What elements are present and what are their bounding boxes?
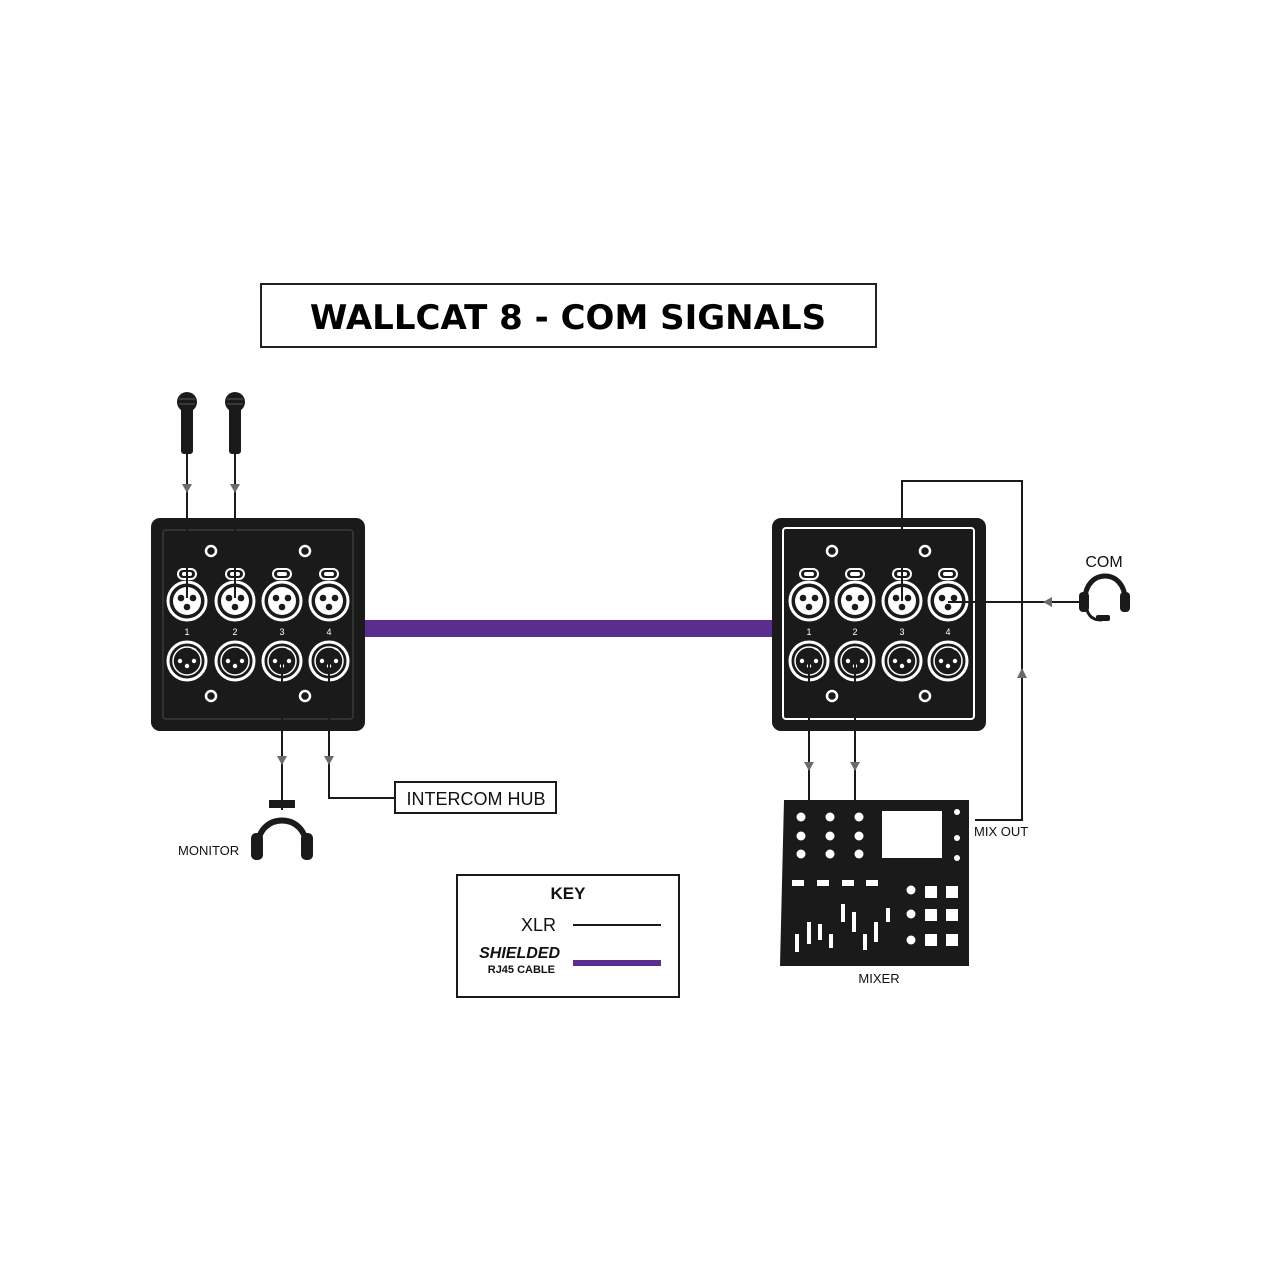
mixer-fader: [829, 934, 833, 948]
right-wallplate-panel: 1 2 3 4: [772, 518, 986, 731]
title-box: WALLCAT 8 - COM SIGNALS: [260, 283, 877, 348]
mixer-knob: [825, 812, 835, 822]
microphone-icon: [225, 392, 245, 454]
key-legend: KEY XLR SHIELDED RJ45 CABLE: [456, 874, 680, 998]
mixer-label: MIXER: [858, 971, 899, 986]
female-xlr-jack: [834, 568, 876, 622]
mixer-led: [954, 809, 960, 815]
mixer-pad: [946, 934, 958, 946]
mixer-button: [866, 880, 878, 886]
female-xlr-jack: [261, 568, 303, 622]
channel-number: 4: [326, 627, 331, 637]
mixer-knob: [906, 885, 916, 895]
mixer-pad: [925, 909, 937, 921]
female-xlr-jack: [788, 568, 830, 622]
flow-arrows: [182, 484, 1052, 771]
arrow-left: [1043, 597, 1052, 607]
mixer-fader: [818, 924, 822, 940]
male-xlr-jack: [881, 640, 923, 682]
mixer-knob: [906, 909, 916, 919]
male-xlr-jack: [166, 640, 208, 682]
mixer-knob: [825, 831, 835, 841]
mixer-knob: [796, 831, 806, 841]
male-xlr-jack: [214, 640, 256, 682]
key-shielded-label: SHIELDED: [479, 945, 560, 962]
mixer-knob: [854, 831, 864, 841]
arrow-down: [850, 762, 860, 771]
mixer-fader: [807, 922, 811, 944]
female-xlr-jack: [308, 568, 350, 622]
mix-out-label: MIX OUT: [974, 824, 1028, 839]
arrow-down: [230, 484, 240, 493]
xlr-lines: [186, 454, 1080, 821]
left-wallplate-panel: 1 2 3 4: [151, 518, 365, 731]
channel-number: 2: [232, 627, 237, 637]
mixer-pad: [925, 886, 937, 898]
screw-hole: [825, 689, 839, 703]
screw-hole: [298, 544, 312, 558]
channel-number: 4: [945, 627, 950, 637]
arrow-down: [277, 756, 287, 765]
screw-hole: [204, 689, 218, 703]
mixer-led: [954, 835, 960, 841]
arrow-down: [324, 756, 334, 765]
key-shielded-sublabel: RJ45 CABLE: [488, 964, 555, 976]
intercom-hub-label: INTERCOM HUB: [407, 789, 546, 809]
key-shielded-swatch: [573, 960, 661, 966]
arrow-down: [182, 484, 192, 493]
mixer-knob: [796, 849, 806, 859]
key-xlr-label: XLR: [521, 915, 556, 935]
intercom-hub-box: INTERCOM HUB: [394, 781, 557, 814]
mixer-knob: [906, 935, 916, 945]
screw-hole: [825, 544, 839, 558]
key-heading: KEY: [551, 884, 587, 903]
arrow-down: [804, 762, 814, 771]
arrow-up: [1017, 668, 1027, 678]
male-xlr-jack: [927, 640, 969, 682]
screw-hole: [918, 544, 932, 558]
mixer-fader: [886, 908, 890, 922]
channel-number: 1: [806, 627, 811, 637]
com-label: COM: [1085, 554, 1122, 571]
headset-icon: [1079, 573, 1130, 622]
mixer-led: [954, 855, 960, 861]
mixer-fader: [795, 934, 799, 952]
xlr-line-mix-out: [901, 480, 1023, 821]
channel-number: 2: [852, 627, 857, 637]
mixer-console-icon: [780, 800, 969, 966]
channel-number: 3: [279, 627, 284, 637]
mixer-knob: [854, 849, 864, 859]
mixer-button: [792, 880, 804, 886]
xlr-line-intercom-hub: [328, 661, 395, 799]
mixer-pad: [946, 909, 958, 921]
screw-hole: [918, 689, 932, 703]
page-title: WALLCAT 8 - COM SIGNALS: [310, 298, 826, 338]
mixer-knob: [854, 812, 864, 822]
mixer-knob: [796, 812, 806, 822]
shielded-rj45-cable: [362, 620, 776, 637]
mixer-pad: [946, 886, 958, 898]
mixer-fader: [874, 922, 878, 942]
mixer-knob: [825, 849, 835, 859]
mixer-button: [817, 880, 829, 886]
mixer-button: [842, 880, 854, 886]
microphone-icon: [177, 392, 197, 454]
monitor-label: MONITOR: [178, 843, 239, 858]
mixer-screen: [882, 811, 942, 858]
screw-hole: [204, 544, 218, 558]
mixer-fader: [841, 904, 845, 922]
screw-hole: [298, 689, 312, 703]
headphones-icon: [251, 800, 313, 860]
mixer-pad: [925, 934, 937, 946]
mixer-fader: [852, 912, 856, 932]
channel-number: 1: [184, 627, 189, 637]
channel-number: 3: [899, 627, 904, 637]
mixer-fader: [863, 934, 867, 950]
